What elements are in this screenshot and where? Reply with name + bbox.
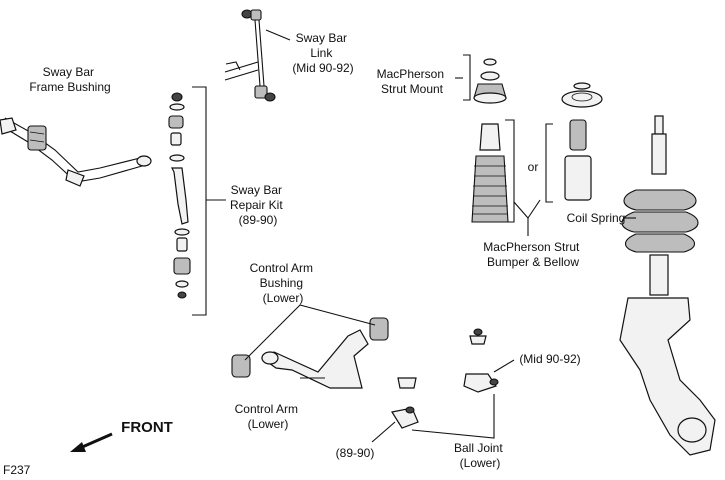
label-sway-bar-link: Sway Bar Link (Mid 90-92) (292, 31, 353, 75)
label-sway-bar-repair-kit: Sway Bar Repair Kit (89-90) (230, 183, 286, 227)
control-arm-illustration (231, 304, 389, 389)
repair-kit-illustration (168, 86, 226, 316)
sway-bar-illustration (0, 117, 152, 187)
front-arrow-icon (70, 432, 113, 452)
ball-joint-illustration (371, 328, 515, 443)
label-macpherson-bumper-bellow: MacPherson Strut Bumper & Bellow (483, 240, 582, 269)
label-control-arm-lower: Control Arm (Lower) (235, 402, 302, 431)
label-sway-bar-frame-bushing: Sway Bar Frame Bushing (29, 65, 110, 94)
label-control-arm-bushing: Control Arm Bushing (Lower) (250, 261, 317, 305)
sway-bar-link-illustration (224, 9, 291, 102)
label-ball-joint-89-90: (89-90) (336, 446, 375, 460)
label-coil-spring: Coil Spring (567, 211, 626, 225)
label-ball-joint-lower: Ball Joint (Lower) (454, 441, 506, 470)
figure-id: F237 (3, 463, 31, 477)
bumper-bellow-illustration (471, 119, 592, 236)
strut-mount-illustration (455, 54, 603, 108)
strut-coil-illustration (619, 115, 716, 456)
label-macpherson-strut-mount: MacPherson Strut Mount (377, 67, 448, 96)
label-front: FRONT (121, 419, 173, 436)
label-or: or (528, 160, 539, 174)
labels: Sway Bar Link (Mid 90-92) Sway Bar Frame… (3, 31, 625, 477)
label-ball-joint-mid: (Mid 90-92) (519, 352, 580, 366)
frame-bushing (27, 125, 47, 151)
